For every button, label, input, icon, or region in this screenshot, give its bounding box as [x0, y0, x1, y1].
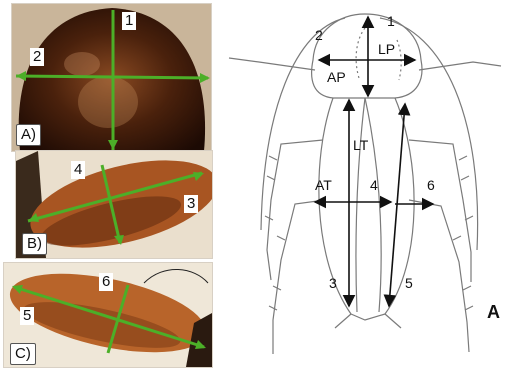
cockroach-line-drawing: 1 2 LP AP LT AT 4 6 3 5 A	[215, 0, 507, 370]
figure-letter: A	[487, 302, 500, 322]
label-ap: AP	[327, 69, 346, 85]
measure-number-6: 6	[99, 273, 113, 291]
pronotum-photo-panel: A) 1 2	[11, 3, 212, 152]
measure-line-2	[16, 76, 208, 78]
panel-label-c: C)	[10, 343, 36, 365]
measure-number-3: 3	[184, 195, 198, 213]
label-6: 6	[427, 177, 435, 193]
label-4: 4	[370, 177, 378, 193]
measurement-arrows	[315, 17, 433, 306]
measure-number-4: 4	[71, 161, 85, 179]
arrow-5	[389, 104, 405, 306]
panel-label-a: A)	[16, 124, 41, 146]
tegmen-photo-panel: B) 4 3	[15, 150, 213, 259]
wing-photo-panel: C) 6 5	[3, 262, 213, 368]
measure-number-1: 1	[122, 12, 136, 30]
label-3: 3	[329, 275, 337, 291]
panel-label-b: B)	[22, 233, 47, 255]
label-lt: LT	[353, 137, 369, 153]
label-1: 1	[387, 13, 395, 29]
body-outline	[229, 14, 501, 354]
label-lp: LP	[378, 41, 395, 57]
pronotum-photo	[12, 4, 211, 151]
measure-number-5: 5	[20, 307, 34, 325]
measure-number-2: 2	[30, 48, 44, 66]
label-5: 5	[405, 275, 413, 291]
label-at: AT	[315, 177, 332, 193]
label-2: 2	[315, 27, 323, 43]
